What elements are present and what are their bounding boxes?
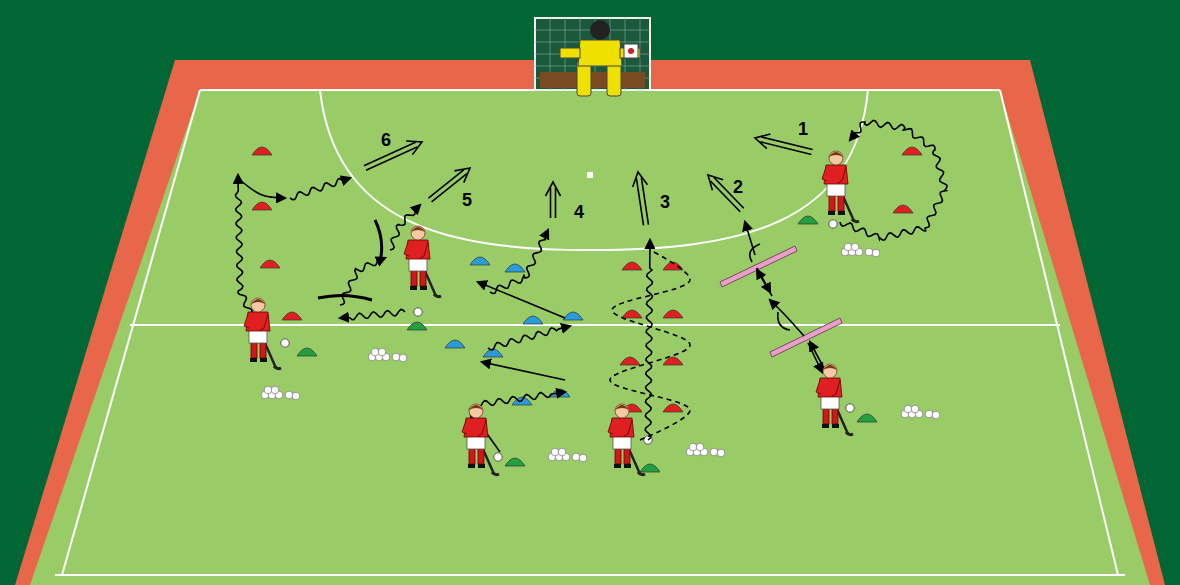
goal — [535, 18, 650, 90]
cone — [252, 202, 272, 210]
ball — [494, 453, 502, 461]
cone — [640, 464, 660, 472]
cone — [282, 312, 302, 320]
move-arrow — [757, 268, 770, 292]
dribble-line — [340, 258, 385, 305]
callout-number: 6 — [381, 131, 391, 149]
ball — [932, 411, 940, 419]
cone — [470, 257, 490, 265]
ball — [271, 386, 279, 394]
stick-obstacle — [318, 295, 372, 300]
ball — [285, 391, 293, 399]
callout-number: 1 — [798, 120, 808, 138]
goalkeeper — [560, 20, 640, 96]
move-arrow — [482, 362, 565, 380]
ball — [558, 448, 566, 456]
move-arrow — [745, 222, 755, 255]
ball — [865, 248, 873, 256]
callout-number: 2 — [733, 178, 743, 196]
cone — [505, 458, 525, 466]
ball — [925, 410, 933, 418]
ball — [829, 220, 837, 228]
callout-number: 4 — [574, 203, 584, 221]
ball — [414, 308, 422, 316]
track — [15, 60, 1165, 585]
shot-arrow-head — [406, 141, 422, 155]
shot-arrow-head — [454, 168, 470, 183]
cone — [297, 348, 317, 356]
ball — [399, 354, 407, 362]
dribble-line — [290, 178, 350, 200]
pink-barriers — [720, 246, 842, 357]
cone — [505, 264, 525, 272]
movement-lines — [235, 120, 946, 452]
ball — [551, 448, 559, 456]
ball — [904, 405, 912, 413]
balls — [261, 220, 940, 462]
dribble-line — [340, 309, 405, 319]
cones — [252, 147, 922, 472]
cone — [563, 312, 583, 320]
ball — [579, 454, 587, 462]
shot-arrow — [428, 170, 466, 202]
ball — [911, 405, 919, 413]
penalty-spot — [587, 172, 593, 178]
cone — [902, 147, 922, 155]
cone — [407, 322, 427, 330]
cone — [798, 216, 818, 224]
shot-arrow — [710, 178, 743, 212]
field-lines — [55, 90, 1125, 575]
cone — [622, 262, 642, 270]
cone — [252, 147, 272, 155]
shot-arrow-head — [546, 182, 561, 196]
shot-arrow-head — [633, 172, 648, 187]
dribble-line — [490, 230, 548, 293]
shot-arrow-head — [755, 134, 770, 149]
cone — [260, 260, 280, 268]
ball — [846, 404, 854, 412]
callout-number: 3 — [660, 193, 670, 211]
cone — [523, 316, 543, 324]
ball — [717, 449, 725, 457]
ball — [710, 448, 718, 456]
shot-arrow-head — [708, 175, 723, 190]
rebound-arc — [778, 312, 790, 330]
ball — [872, 249, 880, 257]
ball — [378, 348, 386, 356]
shot-arrow — [760, 137, 812, 154]
dribble-line — [475, 392, 565, 407]
cone — [663, 310, 683, 318]
dribble-line — [488, 326, 570, 350]
ball — [851, 243, 859, 251]
move-arrow — [478, 282, 565, 318]
move-arrow — [240, 180, 285, 198]
shot-arrow — [551, 188, 556, 218]
cone — [893, 205, 913, 213]
ball — [844, 243, 852, 251]
ball — [264, 386, 272, 394]
cone — [620, 357, 640, 365]
players — [244, 151, 859, 475]
cone — [445, 340, 465, 348]
cone — [663, 404, 683, 412]
move-arrow — [808, 343, 822, 372]
ball — [281, 339, 289, 347]
cone — [622, 310, 642, 318]
ball — [689, 443, 697, 451]
field — [30, 90, 1150, 585]
cone — [857, 414, 877, 422]
callout-number: 5 — [462, 191, 472, 209]
ball — [371, 348, 379, 356]
stick-obstacle — [375, 220, 382, 262]
ball — [392, 353, 400, 361]
dribble-line — [645, 240, 652, 440]
ball — [696, 443, 704, 451]
move-arrow — [770, 300, 804, 336]
ball — [572, 453, 580, 461]
ball — [292, 392, 300, 400]
